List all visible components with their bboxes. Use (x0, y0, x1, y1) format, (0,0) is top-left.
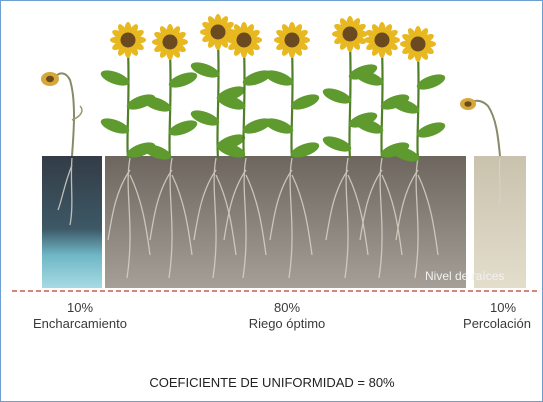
sunflower (100, 22, 156, 159)
wilted-plant-left (41, 72, 83, 157)
sunflower-row (100, 14, 446, 162)
sunflower (142, 24, 198, 160)
zone-label-right: Percolación (463, 316, 531, 331)
sunflower (216, 22, 272, 159)
uniformity-caption: COEFICIENTE DE UNIFORMIDAD = 80% (149, 375, 395, 390)
zone-label-center: Riego óptimo (249, 316, 326, 331)
zone-percent-center: 80% (274, 300, 300, 315)
sunflower (264, 22, 320, 159)
optimal-soil-block (105, 156, 466, 288)
sunflower (354, 22, 410, 159)
sunflower (390, 26, 446, 162)
zone-percent-left: 10% (67, 300, 93, 315)
root-level-label: Nivel de raíces (425, 269, 504, 283)
zone-label-left: Encharcamiento (33, 316, 127, 331)
roots (57, 157, 501, 279)
wilted-plant-right (460, 98, 501, 157)
zone-percent-right: 10% (490, 300, 516, 315)
